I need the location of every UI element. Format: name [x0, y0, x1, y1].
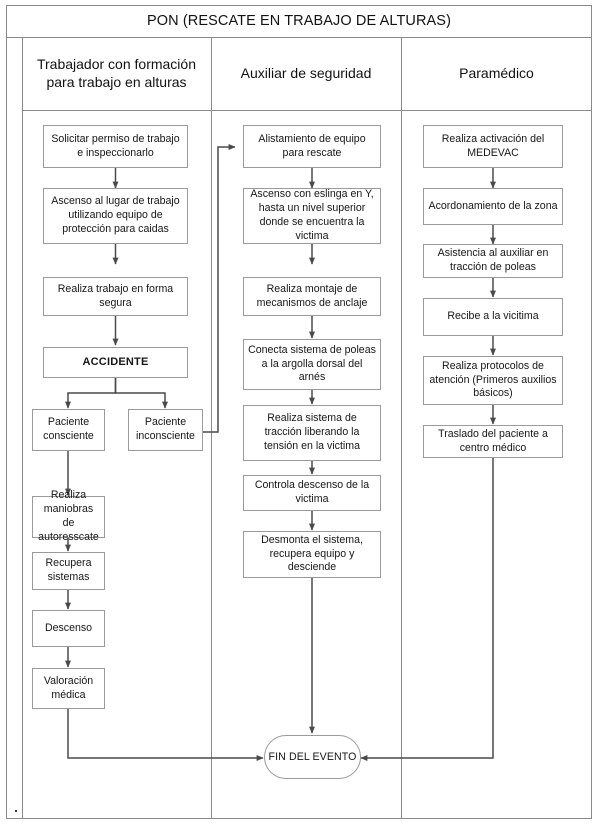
lane-header-trabajador: Trabajador con formación para trabajo en… [22, 38, 211, 110]
node-label: Conecta sistema de poleas a la argolla d… [248, 343, 376, 384]
node-label: Realiza trabajo en forma segura [57, 282, 174, 309]
node-recupera-sistemas[interactable]: Recupera sistemas [32, 552, 105, 590]
node-activacion-medevac[interactable]: Realiza activación del MEDEVAC [423, 125, 563, 168]
lane-header-auxiliar: Auxiliar de seguridad [211, 38, 401, 110]
node-label: Descenso [44, 621, 93, 634]
node-maniobras-autorescate[interactable]: Realiza maniobras de autoresscate [32, 489, 105, 543]
node-label: Valoración médica [43, 674, 94, 701]
node-paciente-inconsciente[interactable]: Paciente inconsciente [128, 409, 203, 451]
node-label: Desmonta el sistema, recupera equipo y d… [261, 533, 363, 574]
node-sistema-traccion[interactable]: Realiza sistema de tracción liberando la… [243, 405, 381, 461]
node-label: Realiza activación del MEDEVAC [441, 132, 545, 159]
corner-mark [15, 810, 17, 812]
lane-divider-2 [401, 38, 402, 819]
node-accidente[interactable]: ACCIDENTE [43, 347, 188, 378]
node-label: FIN DEL EVENTO [268, 751, 357, 763]
node-label: Recibe a la vicitima [447, 310, 539, 323]
diagram-frame [6, 5, 592, 819]
node-asistencia-auxiliar[interactable]: Asistencia al auxiliar en tracción de po… [423, 244, 563, 278]
node-label: Paciente consciente [43, 416, 94, 442]
lane-header-label: Auxiliar de seguridad [240, 65, 372, 82]
node-alistamiento-equipo[interactable]: Alistamiento de equipo para rescate [243, 125, 381, 168]
node-paciente-consciente[interactable]: Paciente consciente [32, 409, 105, 451]
node-label: Controla descenso de la victima [254, 479, 370, 505]
node-label: Realiza maniobras de autoresscate [38, 489, 99, 543]
node-label: Paciente inconsciente [136, 416, 195, 442]
node-ascenso-eslinga[interactable]: Ascenso con eslinga en Y, hasta un nivel… [243, 188, 381, 244]
node-solicitar-permiso[interactable]: Solicitar permiso de trabajo e inspeccio… [43, 125, 188, 168]
node-acordonamiento-zona[interactable]: Acordonamiento de la zona [423, 188, 563, 225]
node-recibe-vicitima[interactable]: Recibe a la vicitima [423, 298, 563, 336]
node-protocolos-atencion[interactable]: Realiza protocolos de atención (Primeros… [423, 356, 563, 405]
node-label: Alistamiento de equipo para rescate [258, 132, 366, 159]
node-conecta-poleas[interactable]: Conecta sistema de poleas a la argolla d… [243, 339, 381, 390]
node-label: Ascenso con eslinga en Y, hasta un nivel… [250, 188, 374, 242]
left-margin-rule [22, 38, 23, 819]
lane-divider-1 [211, 38, 212, 819]
node-descenso[interactable]: Descenso [32, 610, 105, 647]
diagram-title-bar: PON (RESCATE EN TRABAJO DE ALTURAS) [6, 5, 592, 38]
node-label: Solicitar permiso de trabajo e inspeccio… [51, 132, 180, 159]
node-label: Ascenso al lugar de trabajo utilizando e… [51, 195, 180, 235]
node-label: Realiza protocolos de atención (Primeros… [429, 359, 557, 400]
node-label: Realiza montaje de mecanismos de anclaje [256, 282, 368, 309]
node-label: ACCIDENTE [82, 356, 149, 369]
node-controla-descenso[interactable]: Controla descenso de la victima [243, 475, 381, 511]
node-fin-del-evento[interactable]: FIN DEL EVENTO [264, 735, 361, 779]
node-traslado-centro-medico[interactable]: Traslado del paciente a centro médico [423, 425, 563, 458]
node-valoracion-medica[interactable]: Valoración médica [32, 668, 105, 709]
node-label: Realiza sistema de tracción liberando la… [264, 412, 360, 452]
lane-header-label: Trabajador con formación para trabajo en… [36, 56, 196, 90]
lane-header-label: Paramédico [459, 65, 534, 82]
node-label: Acordonamiento de la zona [428, 199, 558, 212]
page-title: PON (RESCATE EN TRABAJO DE ALTURAS) [146, 13, 452, 29]
node-label: Asistencia al auxiliar en tracción de po… [437, 247, 549, 273]
node-ascenso-lugar-trabajo[interactable]: Ascenso al lugar de trabajo utilizando e… [43, 188, 188, 244]
lane-header-rule [22, 110, 592, 111]
node-realiza-trabajo-segura[interactable]: Realiza trabajo en forma segura [43, 277, 188, 316]
lane-header-paramedico: Paramédico [401, 38, 592, 110]
node-desmonta-sistema[interactable]: Desmonta el sistema, recupera equipo y d… [243, 531, 381, 578]
node-label: Recupera sistemas [45, 557, 92, 583]
node-label: Traslado del paciente a centro médico [438, 427, 548, 454]
node-montaje-anclaje[interactable]: Realiza montaje de mecanismos de anclaje [243, 277, 381, 316]
